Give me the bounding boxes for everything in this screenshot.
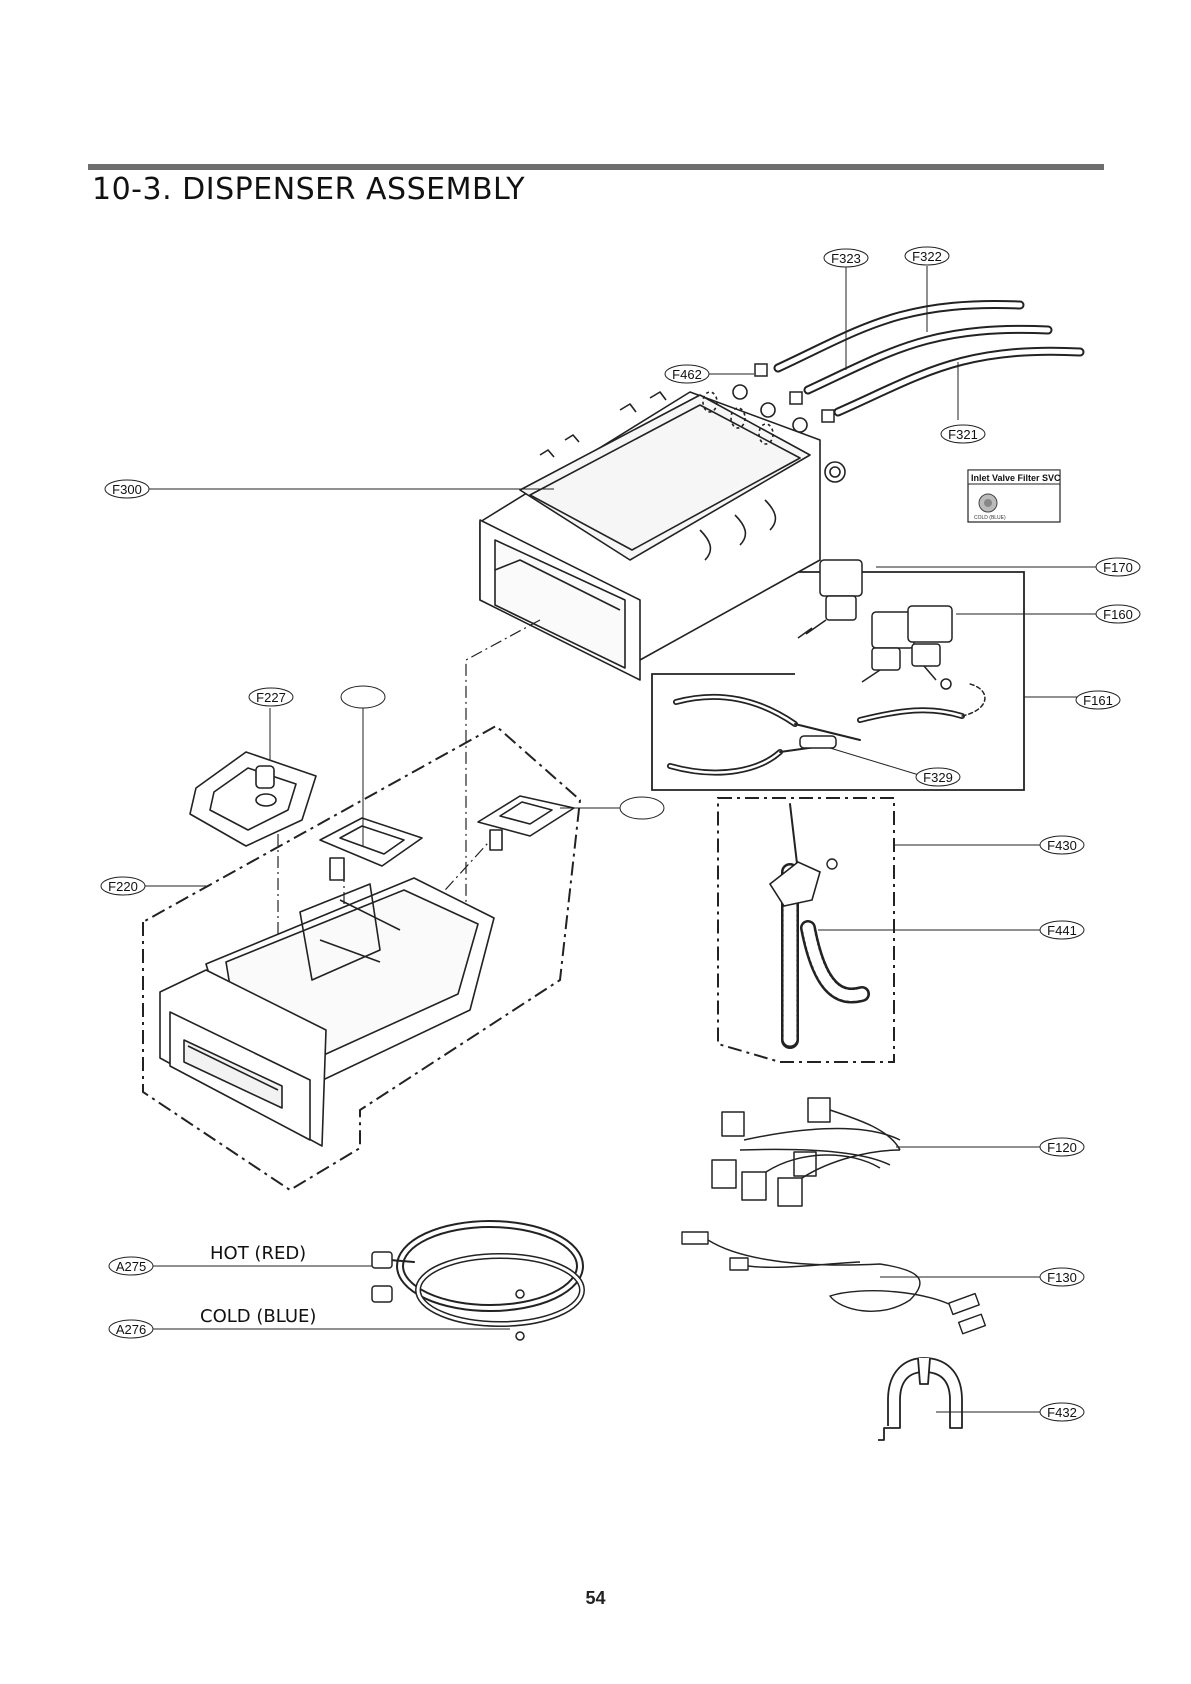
drawer-group-frame: [142, 724, 582, 1192]
svg-text:F220: F220: [108, 879, 138, 894]
callout-f227: F227: [248, 687, 294, 707]
inset-title: Inlet Valve Filter SVC: [971, 473, 1061, 483]
svg-text:F161: F161: [1083, 693, 1113, 708]
callout-a276: A276: [108, 1319, 154, 1339]
inset-caption: COLD (BLUE): [974, 515, 1006, 521]
cold-hose-label: COLD (BLUE): [200, 1306, 316, 1327]
svg-text:F227: F227: [256, 690, 286, 705]
inlet-hoses: [754, 299, 1085, 423]
callout-f321: F321: [940, 424, 986, 444]
callout-f161: F161: [1075, 690, 1121, 710]
wire-harness-f130: [681, 1231, 987, 1335]
header-rule: [88, 164, 1104, 170]
callout-f323: F323: [823, 248, 869, 268]
dispenser-housing: [479, 384, 846, 681]
svg-text:F120: F120: [1047, 1140, 1077, 1155]
callout-f441: F441: [1039, 920, 1085, 940]
svg-text:F432: F432: [1047, 1405, 1077, 1420]
callout-blank-top: [340, 685, 386, 709]
inlet-valves: [797, 559, 953, 690]
callout-f432: F432: [1039, 1402, 1085, 1422]
supply-hoses: [371, 1220, 585, 1341]
valve-wire-harness: [667, 683, 986, 776]
callout-f300: F300: [104, 479, 150, 499]
softener-cap: [319, 817, 423, 881]
wire-harness-f120: [711, 1097, 901, 1207]
callout-f220: F220: [100, 876, 146, 896]
hose-clip: [878, 1357, 963, 1441]
svg-text:F321: F321: [948, 427, 978, 442]
svg-text:F160: F160: [1103, 607, 1133, 622]
page-title: 10-3. DISPENSER ASSEMBLY: [92, 172, 526, 207]
drain-group-frame: [717, 797, 895, 1063]
svg-text:F329: F329: [923, 770, 953, 785]
leader-lines: [145, 266, 1099, 1413]
drain-hose: [768, 803, 870, 1049]
svg-text:F462: F462: [672, 367, 702, 382]
svg-text:F441: F441: [1047, 923, 1077, 938]
svg-text:F170: F170: [1103, 560, 1133, 575]
siphon-cap: [189, 751, 317, 847]
callout-f170: F170: [1095, 557, 1141, 577]
callout-f462: F462: [664, 364, 710, 384]
callout-a275: A275: [108, 1256, 154, 1276]
callout-f160: F160: [1095, 604, 1141, 624]
hot-hose-label: HOT (RED): [210, 1243, 306, 1264]
svg-text:A275: A275: [116, 1259, 146, 1274]
callout-blank-right: [619, 796, 665, 820]
svg-text:A276: A276: [116, 1322, 146, 1337]
page-number: 54: [585, 1588, 606, 1608]
valve-group-frame: [651, 571, 1025, 791]
svg-text:F430: F430: [1047, 838, 1077, 853]
svg-text:F323: F323: [831, 251, 861, 266]
callout-f322: F322: [904, 246, 950, 266]
bleach-cap: [477, 795, 575, 851]
svg-text:F322: F322: [912, 249, 942, 264]
svg-text:F300: F300: [112, 482, 142, 497]
inlet-valve-filter-inset: [967, 469, 1061, 523]
callout-f130: F130: [1039, 1267, 1085, 1287]
detergent-drawer: [159, 877, 495, 1147]
svg-text:F130: F130: [1047, 1270, 1077, 1285]
callout-f430: F430: [1039, 835, 1085, 855]
callout-f329: F329: [915, 767, 961, 787]
callout-f120: F120: [1039, 1137, 1085, 1157]
